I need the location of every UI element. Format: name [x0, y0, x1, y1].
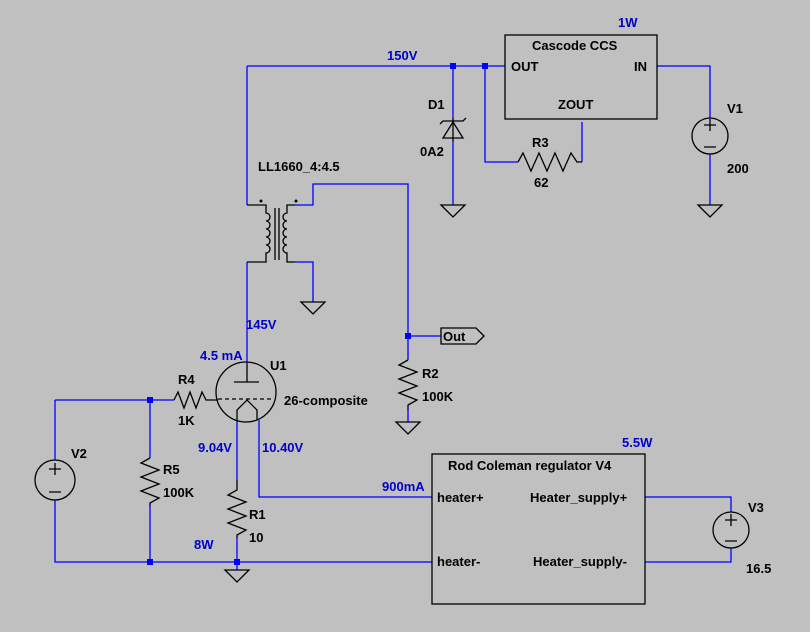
r1-value: 10 — [249, 530, 263, 545]
v2-ref: V2 — [71, 446, 87, 461]
regulator-title: Rod Coleman regulator V4 — [448, 458, 612, 473]
filament-b-voltage-annotation: 10.40V — [262, 440, 304, 455]
r1-power-annotation: 8W — [194, 537, 214, 552]
r1-resistor[interactable] — [226, 480, 248, 538]
v1-ref: V1 — [727, 101, 743, 116]
u1-value: 26-composite — [284, 393, 368, 408]
wires — [54, 65, 732, 570]
ground-symbol — [696, 204, 724, 218]
r2-value: 100K — [422, 389, 454, 404]
u1-triode-tube[interactable] — [215, 361, 277, 423]
r5-ref: R5 — [163, 462, 180, 477]
b-plus-annotation: 150V — [387, 48, 418, 63]
v3-voltage-source[interactable] — [712, 511, 750, 549]
r2-resistor[interactable] — [397, 359, 419, 410]
regulator-power-annotation: 5.5W — [622, 435, 653, 450]
regulator-pin-heater-minus: heater- — [437, 554, 480, 569]
plate-current-annotation: 4.5 mA — [200, 348, 243, 363]
ground-symbol — [299, 301, 327, 315]
ground-symbol — [394, 421, 422, 435]
heater-current-annotation: 900mA — [382, 479, 425, 494]
ground-symbol — [439, 204, 467, 218]
r4-value: 1K — [178, 413, 195, 428]
regulator-pin-heater-plus: heater+ — [437, 490, 484, 505]
r5-resistor[interactable] — [139, 457, 161, 506]
ccs-power-annotation: 1W — [618, 15, 638, 30]
d1-value: 0A2 — [420, 144, 444, 159]
ccs-title: Cascode CCS — [532, 38, 618, 53]
ccs-pin-in: IN — [634, 59, 647, 74]
filament-a-voltage-annotation: 9.04V — [198, 440, 232, 455]
d1-ref: D1 — [428, 97, 445, 112]
r4-resistor[interactable] — [173, 390, 218, 410]
d1-zener-diode[interactable] — [439, 117, 467, 142]
r2-ref: R2 — [422, 366, 439, 381]
plate-voltage-annotation: 145V — [246, 317, 277, 332]
out-net-label[interactable]: Out — [440, 327, 485, 345]
regulator-pin-supply-plus: Heater_supply+ — [530, 490, 628, 505]
r4-ref: R4 — [178, 372, 195, 387]
u1-ref: U1 — [270, 358, 287, 373]
t1-transformer[interactable] — [247, 199, 298, 263]
v3-ref: V3 — [748, 500, 764, 515]
cascode-ccs-block[interactable]: Cascode CCS OUT IN ZOUT — [504, 34, 658, 120]
r1-ref: R1 — [249, 507, 266, 522]
v2-voltage-source[interactable] — [34, 459, 76, 501]
ccs-pin-out: OUT — [511, 59, 539, 74]
r3-value: 62 — [534, 175, 548, 190]
junctions — [147, 63, 488, 565]
r5-value: 100K — [163, 485, 195, 500]
ground-symbol — [223, 569, 251, 583]
r3-resistor[interactable] — [517, 151, 582, 173]
out-label-text: Out — [443, 329, 466, 344]
heater-regulator-block[interactable]: Rod Coleman regulator V4 heater+ heater-… — [431, 453, 646, 605]
r3-ref: R3 — [532, 135, 549, 150]
v1-value: 200 — [727, 161, 749, 176]
regulator-pin-supply-minus: Heater_supply- — [533, 554, 627, 569]
t1-ref: LL1660_4:4.5 — [258, 159, 340, 174]
ccs-pin-zout: ZOUT — [558, 97, 593, 112]
v1-voltage-source[interactable] — [691, 117, 729, 155]
v3-value: 16.5 — [746, 561, 771, 576]
